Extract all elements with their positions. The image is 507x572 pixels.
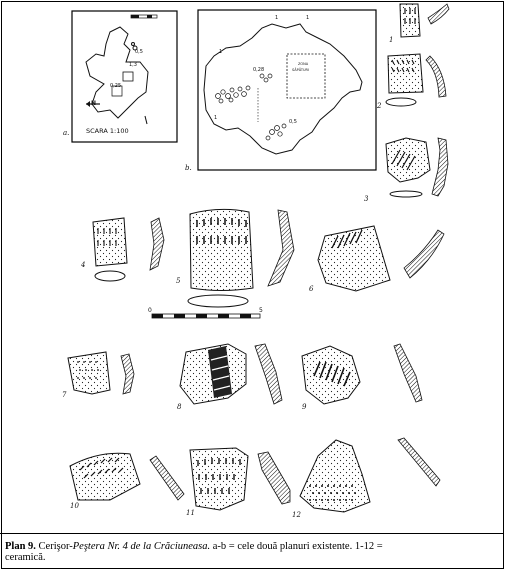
sherd-8 [179, 343, 283, 405]
sherd-11 [189, 447, 291, 511]
figure-number: 4 [81, 261, 86, 269]
figure-number: 2 [377, 102, 382, 110]
figure-number: 7 [62, 391, 67, 399]
plan-b-letter: b. [185, 164, 192, 172]
scale-bar-end: 5 [259, 307, 263, 314]
figure-number: 11 [186, 509, 195, 517]
plan-a [71, 10, 178, 143]
figure-number: 10 [70, 502, 79, 510]
plan-b-mark: 1 [306, 15, 310, 21]
sherd-12 [299, 437, 441, 513]
caption-divider [0, 533, 503, 534]
plan-b-spot-height: 0,5 [289, 119, 297, 125]
figure-number: 3 [364, 195, 369, 203]
plan-a-spot-height: 0,25 [110, 83, 122, 89]
figure-number: 12 [292, 511, 301, 519]
figure-number: 9 [302, 403, 307, 411]
plan-b-spot-height: 0,28 [253, 67, 265, 73]
figure-number: 6 [309, 285, 314, 293]
figure-number: 1 [389, 36, 394, 44]
figure-number: 8 [177, 403, 182, 411]
sherd-9 [301, 343, 423, 405]
sherd-5 [187, 208, 295, 308]
excavation-zone-label: ZONA [298, 62, 309, 66]
caption-place: Cerişor- [38, 541, 73, 552]
sherd-1 [399, 3, 450, 38]
plan-a-scale: SCARA 1:100 [86, 127, 129, 135]
figure-number: 5 [176, 277, 181, 285]
plan-b [197, 9, 377, 171]
plan-a-spot-height: 0,5 [135, 49, 143, 55]
sherd-4 [92, 217, 165, 282]
plan-a-spot-height: 1,3 [129, 62, 137, 68]
scale-bar-start: 0 [148, 307, 152, 314]
sherd-3 [385, 137, 449, 198]
plan-a-letter: a. [63, 129, 70, 137]
caption-site-name: Peştera Nr. 4 de la Crăciuneasa. [72, 541, 211, 552]
caption-description: a-b = cele două planuri existente. 1-12 … [210, 541, 383, 552]
sherd-7 [67, 351, 135, 395]
scale-bar [151, 313, 261, 319]
sherd-10 [69, 452, 185, 501]
plan-b-mark: 1 [275, 15, 279, 21]
plan-b-mark: 1 [214, 115, 218, 121]
excavation-zone-label: SĂPĂTURI [292, 68, 310, 72]
north-arrow-label: N [91, 100, 97, 107]
figure-caption: Plan 9. Cerişor-Peştera Nr. 4 de la Crăc… [5, 541, 502, 563]
sherd-6 [317, 225, 445, 292]
plan-b-mark: 1 [219, 49, 223, 55]
caption-description-end: ceramică. [5, 552, 46, 563]
sherd-2 [385, 53, 447, 107]
caption-lead: Plan 9. [5, 541, 36, 552]
